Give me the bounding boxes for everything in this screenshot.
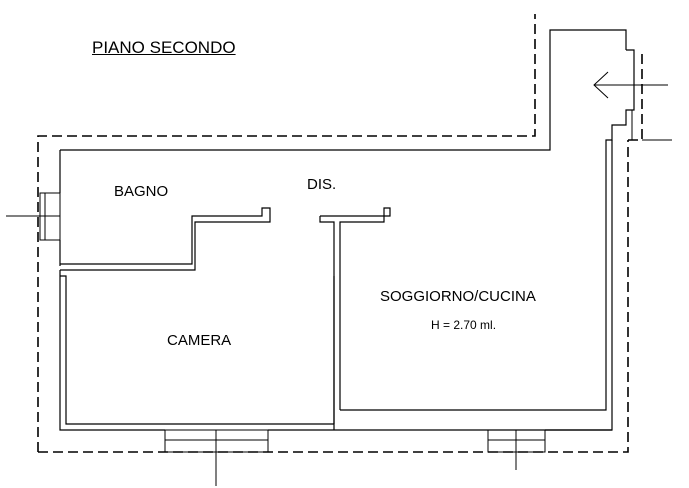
plan-title: PIANO SECONDO	[92, 38, 236, 57]
window-bagno	[6, 192, 61, 241]
room-label-soggiorno: SOGGIORNO/CUCINA	[380, 288, 536, 305]
room-label-bagno: BAGNO	[114, 183, 169, 200]
exterior-walls	[59, 29, 635, 431]
room-label-dis: DIS.	[307, 176, 337, 193]
ceiling-height-label: H = 2.70 ml.	[431, 318, 497, 332]
entrance-arrow	[593, 71, 672, 141]
room-label-camera: CAMERA	[167, 332, 232, 349]
window-camera	[164, 429, 269, 486]
window-soggiorno	[487, 429, 546, 470]
